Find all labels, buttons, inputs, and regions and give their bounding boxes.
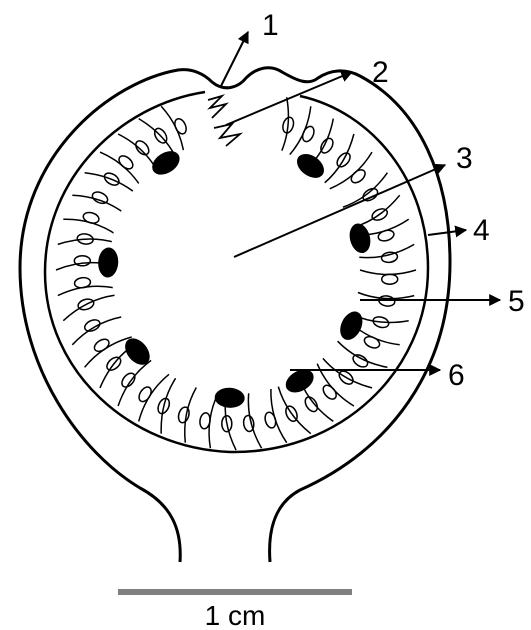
paraphysis-loop xyxy=(117,153,136,171)
paraphysis-loop xyxy=(119,371,137,390)
paraphysis-loop xyxy=(381,251,398,263)
paraphysis-filament xyxy=(280,97,288,154)
paraphysis-loop xyxy=(349,167,368,185)
paraphysis-filament xyxy=(248,393,261,448)
label-4: 4 xyxy=(473,214,490,247)
paraphysis-loop xyxy=(137,385,154,404)
label-5: 5 xyxy=(508,285,525,318)
paraphysis-filament xyxy=(185,388,197,443)
paraphysis-loop xyxy=(321,383,339,402)
reproductive-body xyxy=(214,387,245,408)
paraphysis-loop xyxy=(263,411,277,429)
paraphysis-loop xyxy=(303,395,320,414)
paraphysis-loop xyxy=(92,337,111,354)
paraphysis-filament xyxy=(288,106,311,157)
label-1: 1 xyxy=(262,9,279,42)
paraphysis-filament xyxy=(72,195,125,214)
paraphysis-loop xyxy=(173,117,189,136)
paraphysis-loop xyxy=(377,229,395,243)
paraphysis-loop xyxy=(243,415,255,432)
paraphysis-filament xyxy=(72,317,121,345)
paraphysis-loop xyxy=(74,256,90,266)
scale-bar-label: 1 cm xyxy=(205,600,266,630)
paraphysis-filament xyxy=(118,360,151,406)
paraphysis-loop xyxy=(133,138,151,157)
arrow-4 xyxy=(428,230,466,235)
paraphysis-loop xyxy=(300,125,316,144)
paraphysis-filament xyxy=(63,219,117,235)
paraphysis-loop xyxy=(382,274,398,284)
label-3: 3 xyxy=(456,142,473,175)
paraphysis-loop xyxy=(83,318,102,334)
label-2: 2 xyxy=(372,56,389,89)
label-6: 6 xyxy=(448,359,465,392)
paraphysis-loop xyxy=(177,406,191,424)
paraphysis-loop xyxy=(363,334,382,350)
paraphysis-loop xyxy=(82,211,100,225)
